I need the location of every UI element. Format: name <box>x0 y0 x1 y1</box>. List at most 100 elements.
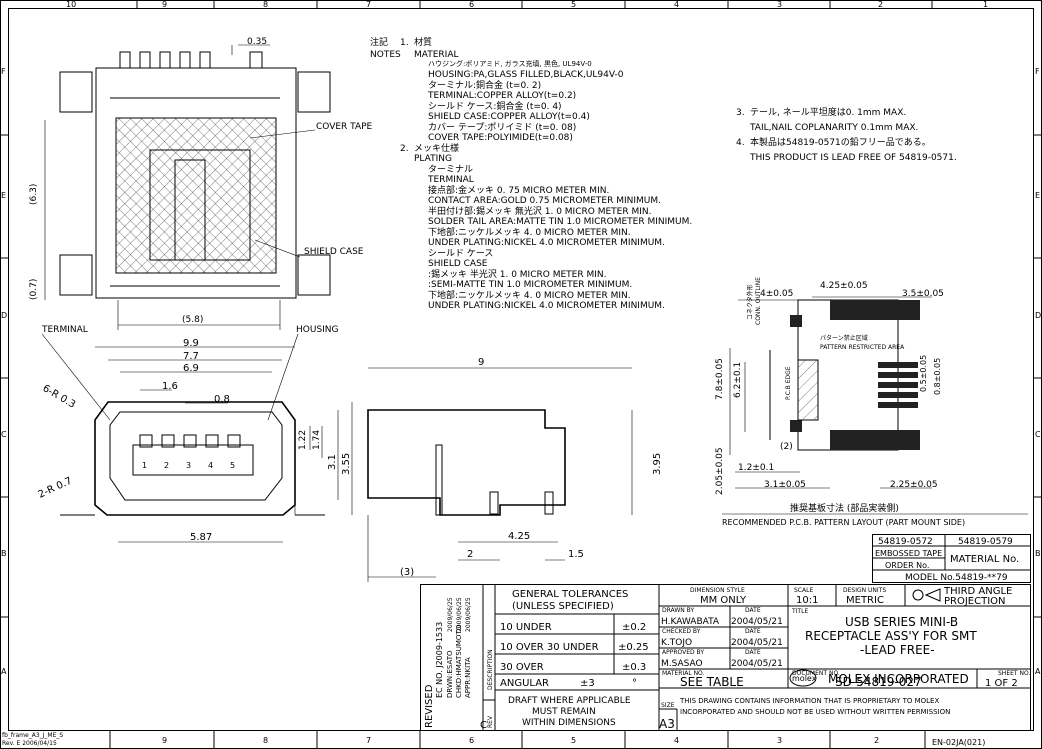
note-2-line: :SEMI-MATTE TIN 1.0 MICROMETER MINIMUM. <box>428 280 632 290</box>
note-2-line: :錫メッキ 半光沢 1. 0 MICRO METER MIN. <box>428 268 606 280</box>
form-number: EN-02JA(021) <box>932 738 985 747</box>
pcb-dim-0-5: 0.5±0.05 <box>919 355 928 392</box>
zone-col: 8 <box>263 0 268 9</box>
pin-number: 4 <box>208 461 213 470</box>
date-label: DATE <box>745 649 761 656</box>
zone-col: 4 <box>674 0 679 9</box>
dim-1-22: 1.22 <box>298 430 308 450</box>
angular-value: ±3 <box>580 678 595 689</box>
zone-columns-top: 10 9 8 7 6 5 4 3 2 1 <box>66 0 988 9</box>
projection-1: THIRD ANGLE <box>943 586 1012 597</box>
pcb-dim-0-8: 0.8±0.05 <box>933 358 942 395</box>
dim-0-7: (0.7) <box>29 279 39 300</box>
zone-row: D <box>1 311 7 320</box>
note-4-num: 4. <box>736 138 745 148</box>
rev-letter: C <box>480 720 487 731</box>
zone-col: 7 <box>366 0 371 9</box>
zone-col: 9 <box>162 736 167 745</box>
zone-col: 6 <box>469 0 474 9</box>
order-no-2: 54819-0579 <box>958 537 1013 547</box>
dim-3: (3) <box>400 567 414 578</box>
zone-col: 4 <box>674 736 679 745</box>
notes-block: 注記 NOTES 1. 材質 MATERIAL ハウジング:ポリアミド, ガラス… <box>370 36 957 311</box>
pin-number: 5 <box>230 461 235 470</box>
zone-col: 2 <box>874 736 879 745</box>
zone-col: 6 <box>469 736 474 745</box>
pcb-dim-2: (2) <box>780 442 793 452</box>
note-2-line: 半田付け部:錫メッキ 無光沢 1. 0 MICRO METER MIN. <box>428 205 651 217</box>
draft-note-1: DRAFT WHERE APPLICABLE <box>508 696 631 706</box>
dim-0-35: 0.35 <box>247 37 267 47</box>
dim-9: 9 <box>478 357 484 368</box>
pcb-label-en: RECOMMENDED P.C.B. PATTERN LAYOUT (PART … <box>722 518 965 527</box>
note-2-line: UNDER PLATING:NICKEL 4.0 MICROMETER MINI… <box>428 238 665 248</box>
molex-logo <box>789 669 817 687</box>
pcb-dim-1-2: 1.2±0.1 <box>738 463 774 473</box>
zone-row: C <box>1 430 7 439</box>
company-name: MOLEX INCORPORATED <box>828 672 969 686</box>
note-3-num: 3. <box>736 108 745 118</box>
note-2-line: SOLDER TAIL AREA:MATTE TIN 1.0 MICROMETE… <box>428 217 692 227</box>
note-2-line: UNDER PLATING:NICKEL 4.0 MICROMETER MINI… <box>428 301 665 311</box>
rev-date: 2009/06/25 <box>447 597 454 632</box>
projection-icon <box>912 589 924 601</box>
scale: 10:1 <box>796 595 818 606</box>
general-tolerances: GENERAL TOLERANCES <box>512 589 628 600</box>
size-label: SIZE <box>661 702 675 709</box>
dim-9-9: 9.9 <box>183 338 199 349</box>
zone-col: 3 <box>777 0 782 9</box>
tol-label: 10 OVER 30 UNDER <box>500 642 599 653</box>
dim-0-8: 0.8 <box>214 394 230 405</box>
top-view: 0.35 (6.3) (0.7) (5.8) COVER TAPE SHIELD… <box>29 37 373 330</box>
note-4-en: THIS PRODUCT IS LEAD FREE OF 54819-0571. <box>749 153 957 163</box>
pcb-dim-2-05: 2.05±0.05 <box>715 447 725 495</box>
dim-5-8: (5.8) <box>182 315 203 325</box>
zone-col: 10 <box>66 0 76 9</box>
pcb-dim-3-1: 3.1±0.05 <box>764 480 806 490</box>
dim-2: 2 <box>467 549 473 560</box>
note-1-line: ターミナル:銅合金 (t=0. 2) <box>428 79 541 91</box>
note-2-line: TERMINAL <box>427 175 474 185</box>
size: A3 <box>659 717 675 731</box>
note-2-line: 接点部:金メッキ 0. 75 MICRO METER MIN. <box>428 184 609 196</box>
material-table: 54819-0572 54819-0579 EMBOSSED TAPE ORDE… <box>872 534 1031 583</box>
dim-3-55: 3.55 <box>341 453 352 475</box>
note-4-jp: 本製品は54819-0571の鉛フリー品である。 <box>750 136 931 148</box>
drawn-by-label: DRAWN BY <box>662 607 694 614</box>
title-block: REVISED EC NO. J2009-1533 DRWN:ESATO CHK… <box>420 584 1031 731</box>
pcb-dim-7-8: 7.8±0.05 <box>715 358 725 400</box>
zone-row: F <box>1035 67 1040 76</box>
date-label: DATE <box>745 607 761 614</box>
date-label: DATE <box>745 628 761 635</box>
zone-columns-bottom: 9 8 7 6 5 4 3 2 <box>162 736 879 745</box>
note-1-line: SHIELD CASE:COPPER ALLOY(t=0.4) <box>428 112 590 122</box>
tol-value: ±0.2 <box>622 622 646 633</box>
drawn-rev: DRWN:ESATO <box>446 650 454 698</box>
design-units-label: DESIGN UNITS <box>843 587 886 594</box>
drawn-date: 2004/05/21 <box>731 617 783 627</box>
notes-header-jp: 注記 <box>370 36 388 48</box>
label-housing: HOUSING <box>296 325 339 335</box>
note-1-num: 1. <box>400 38 409 48</box>
pattern-restricted-jp: パターン禁止区域 <box>820 334 868 342</box>
note-3-en: TAIL,NAIL COPLANARITY 0.1mm MAX. <box>749 123 918 133</box>
title-line-1: USB SERIES MINI-B <box>845 615 958 629</box>
document-label: DOCUMENT NO. <box>792 670 840 677</box>
unless-specified: (UNLESS SPECIFIED) <box>512 601 614 612</box>
label-cover-tape: COVER TAPE <box>316 122 373 132</box>
zone-row: D <box>1035 311 1041 320</box>
pin-number: 2 <box>164 461 169 470</box>
dim-3-95: 3.95 <box>652 453 663 475</box>
design-units: METRIC <box>846 595 884 606</box>
note-2-line: 下地部:ニッケルメッキ 4. 0 MICRO METER MIN. <box>428 226 631 238</box>
dim-3-1: 3.1 <box>327 454 338 470</box>
sheet-no: 1 OF 2 <box>985 678 1018 689</box>
projection-2: PROJECTION <box>944 596 1006 607</box>
dim-4-25: 4.25 <box>508 531 530 542</box>
dim-6-3: (6.3) <box>29 184 39 205</box>
ec-no: EC NO. J2009-1533 <box>435 622 444 698</box>
note-1-line: TERMINAL:COPPER ALLOY(t=0.2) <box>427 91 576 101</box>
zone-col: 5 <box>571 736 576 745</box>
note-2-line: ターミナル <box>428 164 473 175</box>
sheet-label: SHEET NO. <box>998 670 1030 677</box>
